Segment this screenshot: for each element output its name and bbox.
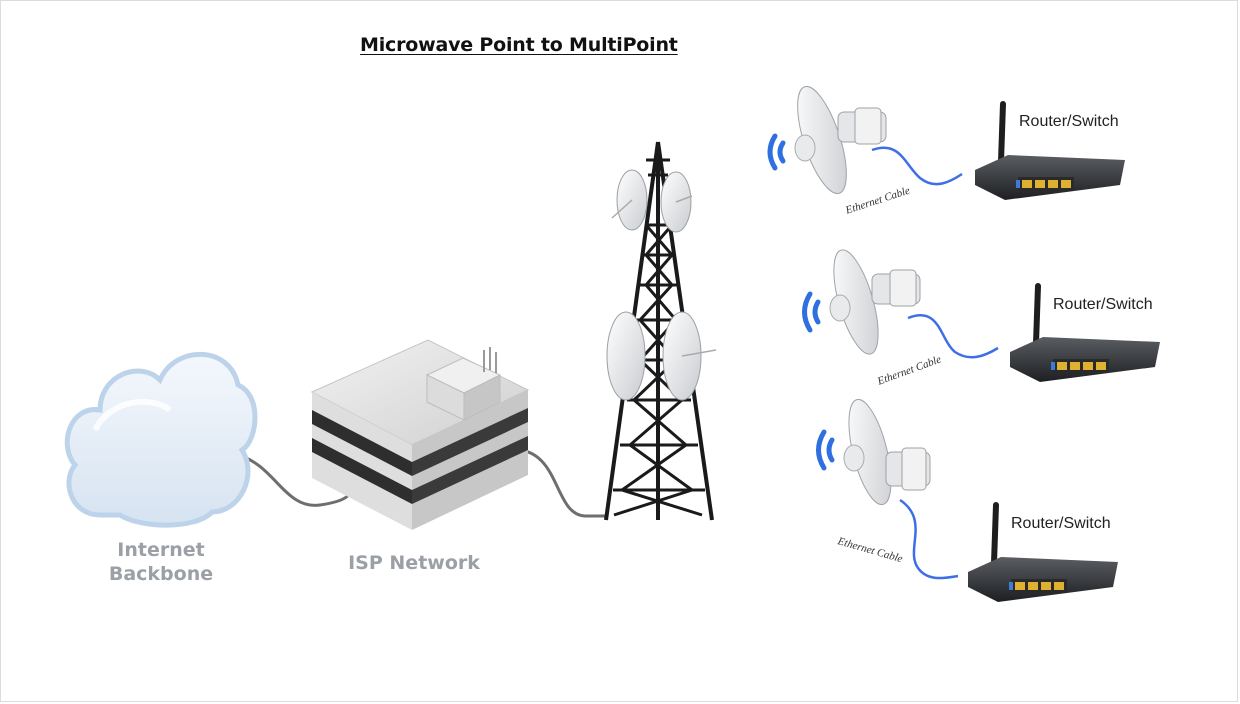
dish-antenna-icon bbox=[829, 249, 921, 355]
diagram-title: Microwave Point to MultiPoint bbox=[360, 34, 678, 56]
ethernet-cable-icon bbox=[907, 314, 999, 359]
wireless-signal-icon bbox=[816, 429, 835, 471]
ethernet-cable-icon bbox=[899, 498, 959, 580]
isp-network-label: ISP Network bbox=[348, 552, 480, 574]
router-switch-label-2: Router/Switch bbox=[1053, 296, 1153, 313]
router-switch-label-3: Router/Switch bbox=[1011, 515, 1111, 532]
ethernet-cable-icon bbox=[871, 146, 963, 186]
cloud-icon bbox=[64, 351, 258, 528]
client-station-3 bbox=[816, 398, 1118, 602]
router-icon bbox=[1010, 283, 1160, 382]
wireless-signal-icon bbox=[767, 133, 786, 171]
router-icon bbox=[968, 502, 1118, 602]
client-station-2 bbox=[802, 249, 1160, 382]
dish-antenna-icon bbox=[794, 85, 887, 195]
isp-tower-cable bbox=[519, 448, 605, 518]
client-station-1 bbox=[767, 85, 1125, 200]
internet-backbone-label: Internet Backbone bbox=[108, 539, 214, 585]
wireless-signal-icon bbox=[802, 291, 821, 333]
router-switch-label-1: Router/Switch bbox=[1019, 113, 1119, 130]
dish-antenna-icon bbox=[843, 398, 931, 506]
tower-dish-antennas bbox=[606, 169, 717, 401]
router-icon bbox=[975, 101, 1125, 200]
isp-building-icon bbox=[310, 339, 530, 530]
